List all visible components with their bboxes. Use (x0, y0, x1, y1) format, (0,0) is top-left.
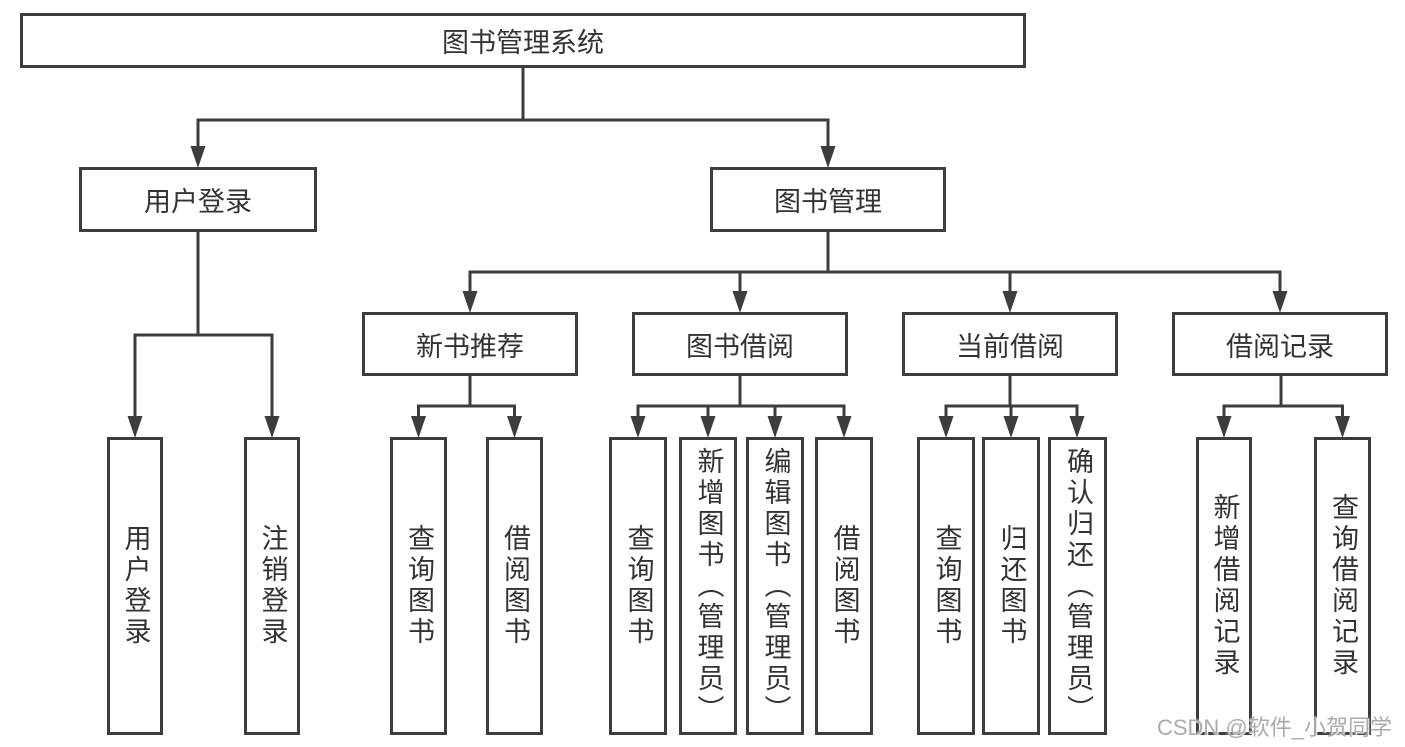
leaf-label: 查询借阅记录 (1328, 493, 1358, 679)
leaf-query-books-3: 查询图书 (917, 437, 975, 735)
node-new-book-recommend: 新书推荐 (362, 312, 578, 376)
leaf-query-borrow-record: 查询借阅记录 (1314, 437, 1371, 735)
leaf-label: 查询图书 (931, 524, 962, 648)
leaf-return-books: 归还图书 (982, 437, 1040, 735)
node-current-borrow: 当前借阅 (902, 312, 1118, 376)
node-book-borrow: 图书借阅 (632, 312, 848, 376)
node-root-system: 图书管理系统 (20, 13, 1026, 68)
leaf-edit-books-admin: 编辑图书（管理员） (746, 437, 804, 735)
leaf-query-books-1: 查询图书 (390, 437, 447, 735)
node-borrow-records: 借阅记录 (1172, 312, 1388, 376)
leaf-label: 确认归还（管理员） (1063, 446, 1093, 726)
leaf-label: 归还图书 (996, 524, 1027, 648)
node-book-management-branch: 图书管理 (710, 167, 946, 232)
node-user-login-branch: 用户登录 (79, 167, 317, 232)
leaf-borrow-books-2: 借阅图书 (815, 437, 873, 735)
leaf-label: 查询图书 (404, 524, 434, 648)
leaf-query-books-2: 查询图书 (609, 437, 667, 735)
leaf-label: 新增借阅记录 (1209, 493, 1240, 679)
leaf-borrow-books-1: 借阅图书 (486, 437, 543, 735)
leaf-label: 借阅图书 (829, 524, 860, 648)
leaf-logout: 注销登录 (244, 437, 300, 735)
leaf-label: 查询图书 (623, 524, 654, 648)
leaf-confirm-return-admin: 确认归还（管理员） (1048, 437, 1107, 735)
leaf-label: 借阅图书 (500, 524, 530, 648)
arrowhead-icons (127, 146, 1350, 438)
leaf-label: 注销登录 (257, 524, 288, 648)
leaf-label: 编辑图书（管理员） (760, 446, 791, 726)
leaf-user-login: 用户登录 (107, 437, 163, 735)
csdn-watermark: CSDN @软件_小贺同学 (1156, 715, 1392, 740)
leaf-add-books-admin: 新增图书（管理员） (679, 437, 737, 735)
leaf-label: 新增图书（管理员） (693, 446, 724, 726)
leaf-add-borrow-record: 新增借阅记录 (1196, 437, 1252, 735)
leaf-label: 用户登录 (120, 524, 151, 648)
